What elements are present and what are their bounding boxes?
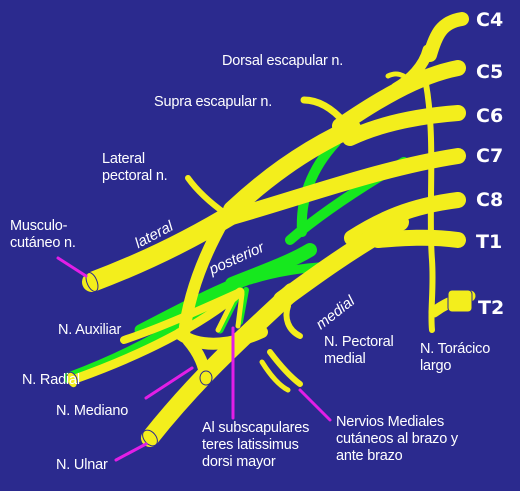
label-n-radial: N. Radial <box>22 372 80 388</box>
subscapular-branch-1 <box>215 291 239 333</box>
label-toracico-largo-line-2: largo <box>420 358 452 374</box>
label-musculocutaneo-line-1: Musculo- <box>10 218 68 234</box>
root-label-c4: C4 <box>476 9 504 31</box>
root-label-t1: T1 <box>476 231 503 253</box>
label-dorsal-escapular: Dorsal escapular n. <box>222 53 344 69</box>
medial-cord <box>141 283 301 447</box>
label-n-mediano: N. Mediano <box>56 403 129 419</box>
label-lateral-pectoral-line-1: Lateral <box>102 151 145 167</box>
lateral-pectoral-branch <box>185 175 229 217</box>
label-pectoral-medial: N. Pectoral medial <box>324 334 394 368</box>
n-radial-branch <box>67 287 245 385</box>
medial-pectoral-branch <box>283 303 303 339</box>
c4-root <box>423 12 469 62</box>
supra-escapular-branch <box>300 96 348 126</box>
label-toracico-largo-line-1: N. Torácico <box>420 341 491 357</box>
label-pectoral-medial-line-2: medial <box>324 351 366 367</box>
c6-root <box>342 105 466 146</box>
medial-cutaneous-branch-1 <box>267 349 303 387</box>
label-nervios-mediales: Nervios Mediales cutáneos al brazo y ant… <box>336 414 458 465</box>
pointer-musculocutaneo <box>56 256 88 278</box>
root-label-t2: T2 <box>478 297 505 319</box>
label-nervios-mediales-line-2: cutáneos al brazo y <box>336 431 458 447</box>
label-subscapulares-line-2: teres latissimus <box>202 437 299 453</box>
dorsal-escapular-branch <box>385 71 413 85</box>
label-lateral-pectoral: Lateral pectoral n. <box>102 151 168 185</box>
label-subscapulares: Al subscapulares teres latissimus dorsi … <box>202 420 309 471</box>
label-musculocutaneo-line-2: cutáneo n. <box>10 235 76 251</box>
pointer-nervios-mediales <box>298 388 332 422</box>
upper-trunk <box>223 119 361 219</box>
label-pectoral-medial-line-1: N. Pectoral <box>324 334 394 350</box>
label-subscapulares-line-3: dorsi mayor <box>202 454 276 470</box>
n-mediano-end <box>199 370 213 386</box>
label-n-ulnar: N. Ulnar <box>56 457 108 473</box>
posterior-cord-trunk <box>225 243 317 291</box>
medial-cutaneous-branch-2 <box>259 359 291 393</box>
label-musculocutaneo: Musculo- cutáneo n. <box>10 218 76 252</box>
posterior-division-upper <box>296 137 341 237</box>
pointer-mediano <box>144 366 194 400</box>
label-nervios-mediales-line-1: Nervios Mediales <box>336 414 445 430</box>
median-lateral-root <box>178 214 230 340</box>
root-label-c7: C7 <box>476 145 504 167</box>
label-nervios-mediales-line-3: ante brazo <box>336 448 403 464</box>
pointer-ulnar <box>114 442 148 462</box>
label-subscapulares-line-1: Al subscapulares <box>202 420 310 436</box>
nerves-yellow <box>67 12 476 447</box>
subscapular-branch-2 <box>235 291 245 329</box>
root-label-c6: C6 <box>476 105 504 127</box>
nerve-ends <box>66 272 473 447</box>
n-ulnar-end <box>142 429 158 447</box>
root-label-c8: C8 <box>476 189 504 211</box>
root-label-c5: C5 <box>476 61 504 83</box>
long-thoracic-branch <box>423 81 436 333</box>
label-toracico-largo: N. Torácico largo <box>420 341 490 375</box>
label-lateral-pectoral-line-2: pectoral n. <box>102 168 168 184</box>
pointer-lines <box>56 256 332 462</box>
n-radial-end <box>66 371 78 389</box>
t2-end <box>447 289 473 313</box>
musculocutaneo-end <box>85 272 99 292</box>
label-supra-escapular: Supra escapular n. <box>154 94 273 110</box>
label-n-auxiliar: N. Auxiliar <box>58 322 122 338</box>
c4-c5-join <box>390 44 434 94</box>
